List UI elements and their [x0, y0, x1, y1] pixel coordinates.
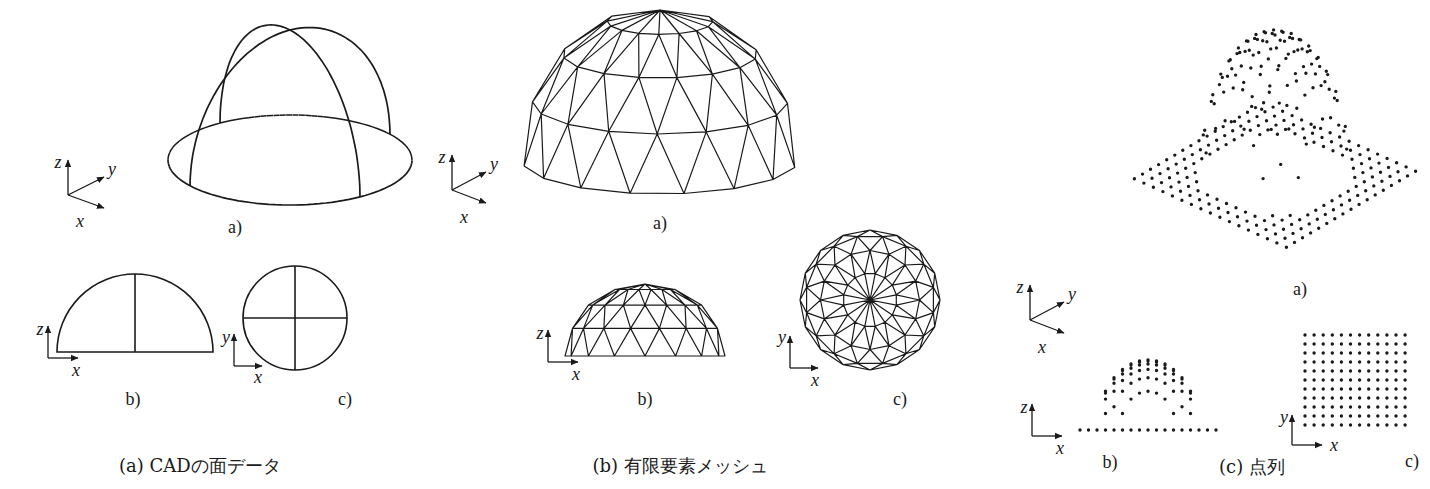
generated-figures: [168, 10, 1417, 432]
coordinate-axes: [48, 155, 1322, 445]
subfigure-label: b): [126, 390, 141, 410]
figure-caption: (c) 点列: [1219, 457, 1285, 477]
axis-label: x: [254, 368, 262, 388]
axis-label: y: [1280, 408, 1288, 428]
figure-caption: (a) CADの面データ: [119, 456, 281, 476]
axis-label: y: [490, 155, 498, 175]
mesh-top-view: [800, 230, 940, 370]
axis-label: x: [1038, 338, 1046, 358]
hidden-edge: [168, 115, 412, 161]
subfigure-label: a): [653, 214, 667, 234]
axis-label: z: [37, 320, 44, 340]
axis-label: y: [1068, 285, 1076, 305]
mesh-front-view: [565, 284, 725, 356]
cad-surface-views: [57, 266, 347, 370]
axis-label: x: [72, 361, 80, 381]
subfigure-label: c): [338, 390, 352, 410]
axis-label: z: [1021, 398, 1028, 418]
subfigure-label: c): [1405, 452, 1419, 472]
axis-label: x: [572, 365, 580, 385]
axis-label: x: [811, 371, 819, 391]
subfigure-label: a): [228, 218, 242, 238]
subfigure-label: b): [1103, 453, 1118, 473]
axis-label: y: [108, 160, 116, 180]
point-cloud-top-view: [1303, 333, 1407, 426]
axis-label: z: [537, 324, 544, 344]
axis-label: y: [222, 328, 230, 348]
axis-label: x: [460, 208, 468, 228]
axis-label: z: [55, 153, 62, 173]
figure-caption: (b) 有限要素メッシュ: [592, 456, 767, 476]
axis-label: x: [1330, 436, 1338, 456]
subfigure-label: a): [1293, 280, 1307, 300]
axis-label: y: [778, 328, 786, 348]
subfigure-label: b): [638, 390, 653, 410]
axis-label: z: [1017, 278, 1024, 298]
subfigure-label: c): [893, 390, 907, 410]
surface-edge: [220, 25, 360, 197]
axis-label: x: [1056, 439, 1064, 459]
surface-edge: [168, 159, 412, 205]
point-cloud-3d: [1133, 28, 1418, 249]
point-cloud-front-view: [1078, 358, 1217, 431]
axis-label: z: [439, 148, 446, 168]
mesh-3d: [524, 10, 795, 194]
axis-label: x: [76, 212, 84, 232]
